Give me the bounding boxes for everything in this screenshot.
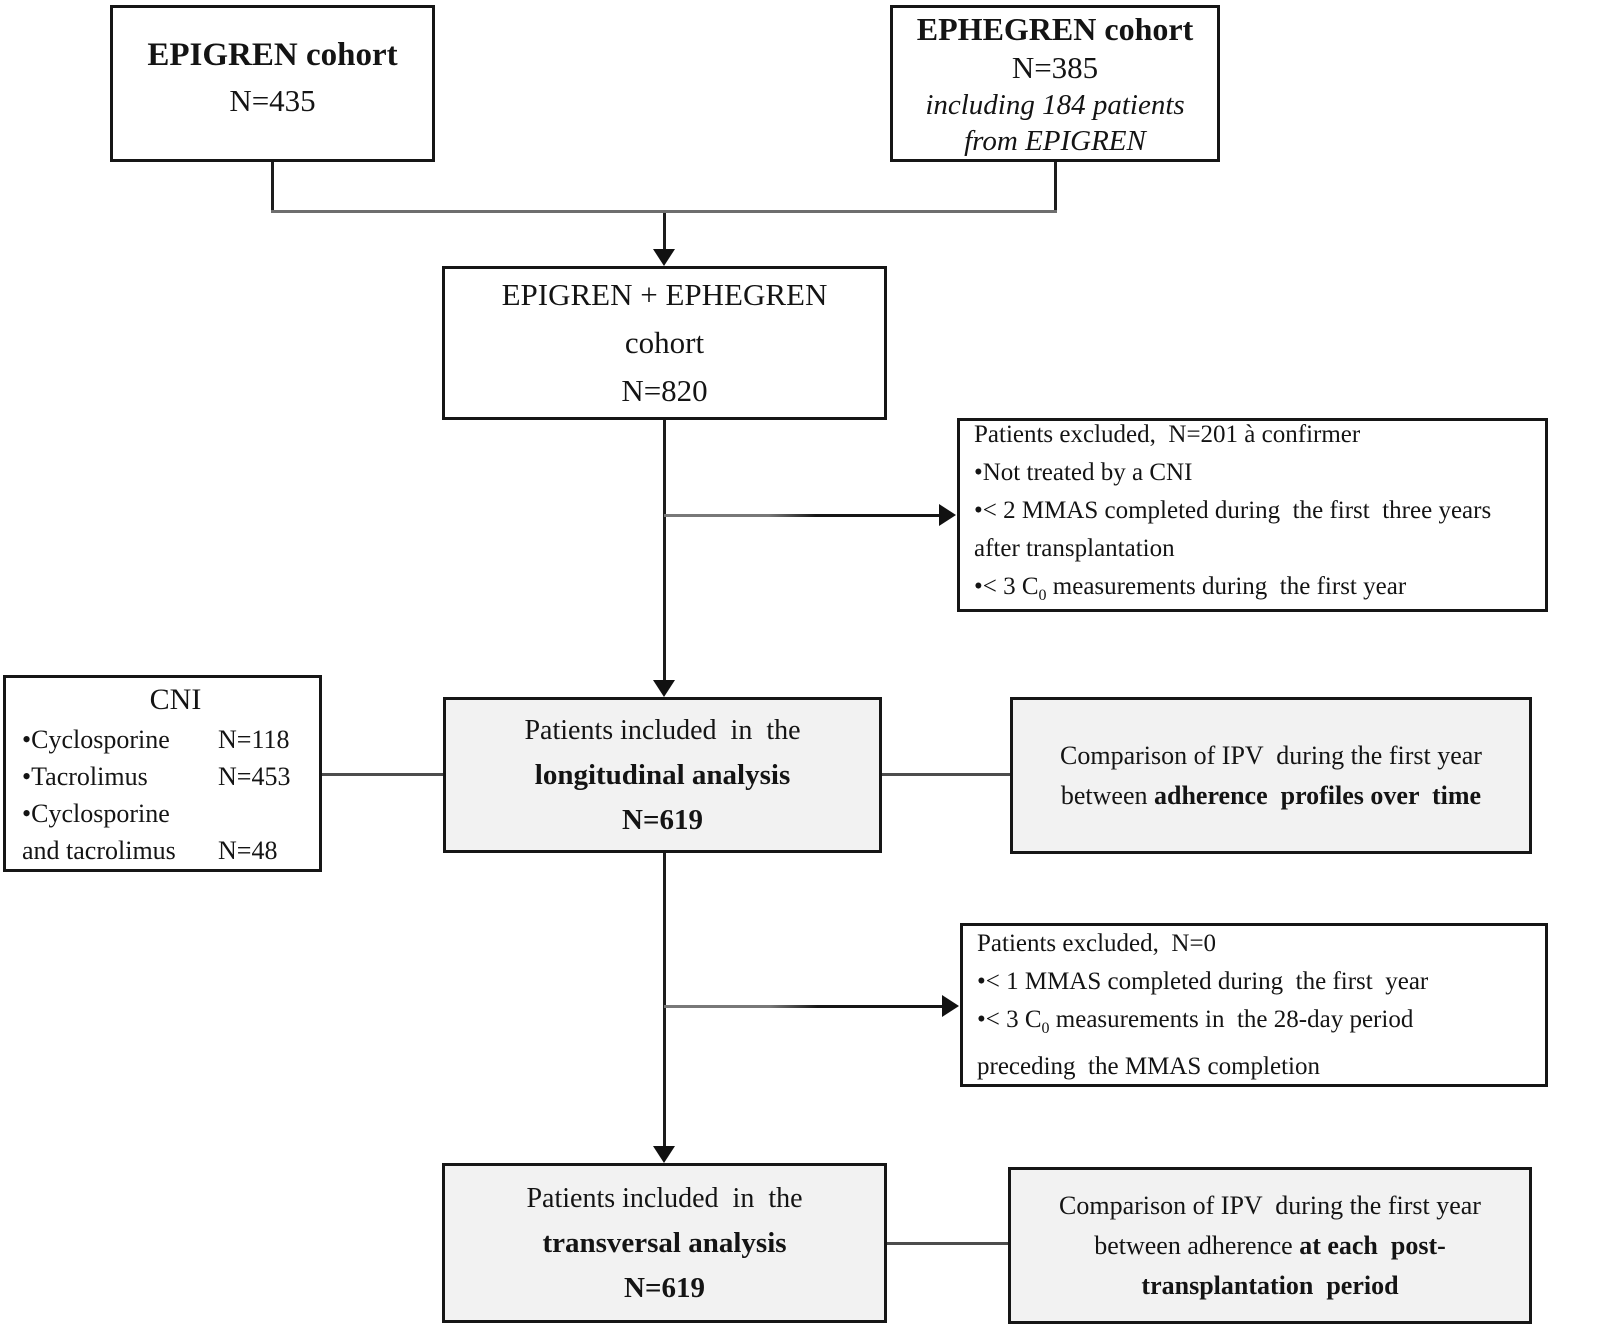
- arrowhead-to-combined: [653, 249, 675, 266]
- ephegren-title: EPHEGREN cohort: [916, 10, 1194, 47]
- exclusion1-line2: •Not treated by a CNI: [974, 458, 1193, 486]
- connector-merge-stem: [663, 213, 666, 251]
- cni-title: CNI: [149, 682, 202, 716]
- exclusion2-line2: •< 1 MMAS completed during the first yea…: [977, 967, 1429, 995]
- transversal-n: N=619: [624, 1271, 705, 1304]
- cni-row-cyclosporine: •Cyclosporine N=118: [22, 721, 289, 758]
- ephegren-note-line1: including 184 patients: [925, 88, 1185, 121]
- comparison1-line2: between adherence profiles over time: [1061, 776, 1481, 816]
- arrowhead-to-exclusion1: [939, 504, 956, 526]
- transversal-line1: Patients included in the: [526, 1182, 803, 1214]
- cni-row1-value: N=118: [218, 724, 290, 754]
- connector-cni-longitudinal: [322, 773, 443, 776]
- comparison1-line1: Comparison of IPV during the first year: [1060, 740, 1482, 770]
- exclusion2-line1: Patients excluded, N=0: [977, 929, 1217, 957]
- epigren-title: EPIGREN cohort: [147, 36, 398, 73]
- connector-branch-exclusion2: [664, 1005, 943, 1008]
- longitudinal-n: N=619: [622, 803, 703, 836]
- longitudinal-line2: longitudinal analysis: [534, 758, 791, 791]
- comparison2-box: Comparison of IPV during the first year …: [1008, 1167, 1532, 1324]
- transversal-analysis-box: Patients included in the transversal ana…: [442, 1163, 887, 1323]
- exclusion2-line3: •< 3 C0 measurements in the 28-day perio…: [977, 1001, 1413, 1048]
- connector-ephegren-drop: [1054, 162, 1057, 213]
- exclusion1-line5-suffix: measurements during the first year: [1046, 572, 1407, 600]
- c0-subscript: 0: [1038, 586, 1047, 604]
- connector-epigren-drop: [271, 162, 274, 213]
- connector-longitudinal-comparison1: [882, 773, 1010, 776]
- connector-longitudinal-drop: [663, 853, 666, 1146]
- transversal-line2: transversal analysis: [542, 1226, 787, 1259]
- exclusion2-line3-suffix: measurements in the 28-day period: [1049, 1005, 1414, 1033]
- cni-row3-name: •Cyclosporine: [22, 798, 170, 828]
- longitudinal-analysis-box: Patients included in the longitudinal an…: [443, 697, 882, 853]
- ephegren-note-line2: from EPIGREN: [964, 124, 1146, 157]
- comparison2-line2-bold: at each post-: [1299, 1230, 1446, 1260]
- comparison2-line3: transplantation period: [1141, 1270, 1399, 1300]
- arrowhead-to-transversal: [653, 1146, 675, 1163]
- cni-row-tacrolimus: •Tacrolimus N=453: [22, 758, 290, 795]
- combined-line1: EPIGREN + EPHEGREN: [501, 277, 828, 312]
- exclusion1-line5-prefix: •< 3 C: [974, 572, 1039, 600]
- exclusion1-line3: •< 2 MMAS completed during the first thr…: [974, 496, 1492, 524]
- cni-row4-name: and tacrolimus: [22, 835, 176, 865]
- arrowhead-to-longitudinal: [653, 680, 675, 697]
- c0-subscript: 0: [1041, 1019, 1050, 1037]
- cni-row-both-line2: and tacrolimus N=48: [22, 832, 277, 869]
- cni-row1-name: •Cyclosporine: [22, 724, 170, 754]
- combined-n: N=820: [621, 373, 708, 408]
- connector-transversal-comparison2: [887, 1242, 1008, 1245]
- comparison1-line2-bold: adherence profiles over time: [1154, 780, 1482, 810]
- comparison1-box: Comparison of IPV during the first year …: [1010, 697, 1532, 854]
- arrowhead-to-exclusion2: [942, 995, 959, 1017]
- comparison2-line2-regular: between adherence: [1094, 1230, 1300, 1260]
- exclusion2-line3-prefix: •< 3 C: [977, 1005, 1042, 1033]
- exclusion1-box: Patients excluded, N=201 à confirmer •No…: [957, 418, 1548, 612]
- ephegren-cohort-box: EPHEGREN cohort N=385 including 184 pati…: [890, 5, 1220, 162]
- exclusion1-line5: •< 3 C0 measurements during the first ye…: [974, 568, 1406, 615]
- epigren-n: N=435: [229, 82, 316, 118]
- combined-cohort-box: EPIGREN + EPHEGREN cohort N=820: [442, 266, 887, 420]
- connector-branch-exclusion1: [664, 514, 940, 517]
- combined-line2: cohort: [624, 325, 705, 360]
- exclusion2-box: Patients excluded, N=0 •< 1 MMAS complet…: [960, 923, 1548, 1087]
- cni-box: CNI •Cyclosporine N=118 •Tacrolimus N=45…: [3, 675, 322, 872]
- epigren-cohort-box: EPIGREN cohort N=435: [110, 5, 435, 162]
- comparison2-line1: Comparison of IPV during the first year: [1059, 1190, 1481, 1220]
- comparison1-line2-regular: between: [1060, 780, 1154, 810]
- exclusion1-line4: after transplantation: [974, 534, 1175, 562]
- connector-merge-horizontal: [271, 210, 1057, 213]
- exclusion1-line1: Patients excluded, N=201 à confirmer: [974, 420, 1361, 448]
- longitudinal-line1: Patients included in the: [524, 714, 801, 746]
- cni-row-both-line1: •Cyclosporine: [22, 795, 218, 832]
- connector-combined-drop: [663, 420, 666, 681]
- comparison2-line2: between adherence at each post-: [1094, 1226, 1446, 1266]
- cni-row4-value: N=48: [218, 835, 278, 865]
- cni-row2-value: N=453: [218, 761, 291, 791]
- cni-row2-name: •Tacrolimus: [22, 761, 148, 791]
- ephegren-n: N=385: [1011, 49, 1099, 85]
- exclusion2-line4: preceding the MMAS completion: [977, 1052, 1320, 1080]
